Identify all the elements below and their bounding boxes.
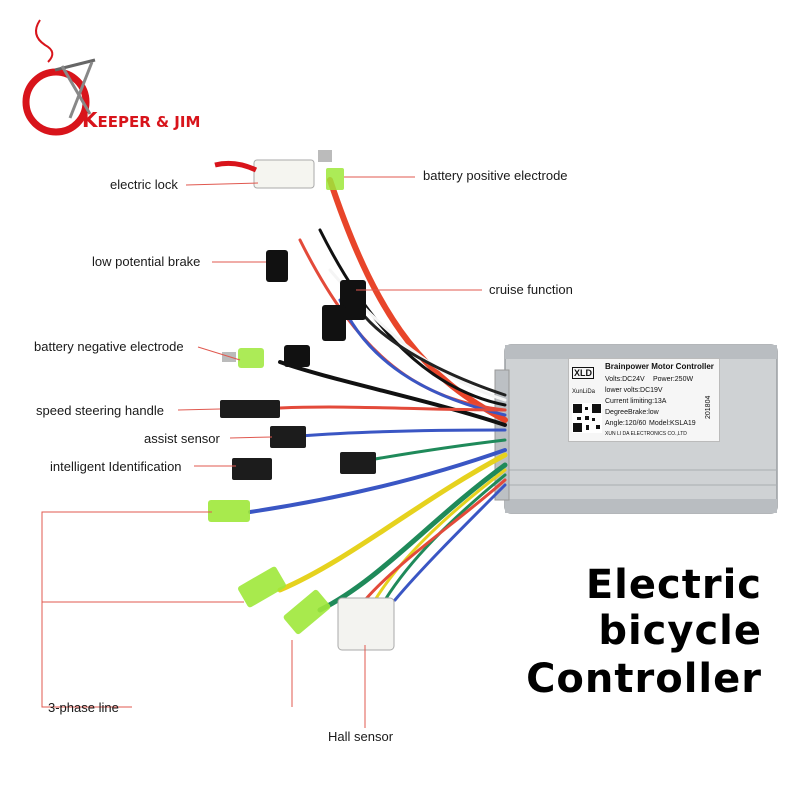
wire-bundle bbox=[248, 177, 508, 613]
brand-initial: K bbox=[82, 108, 98, 132]
brand-logo-icon bbox=[22, 19, 96, 136]
identification-connector bbox=[232, 458, 272, 480]
speed-handle-connector bbox=[220, 400, 280, 418]
nameplate-title: Brainpower Motor Controller bbox=[605, 362, 714, 371]
label-intelligent-identification: intelligent Identification bbox=[50, 459, 182, 474]
controller-nameplate: XLD XunLiDa Brainpower Motor Controller … bbox=[568, 358, 720, 442]
label-hall-sensor: Hall sensor bbox=[328, 729, 394, 744]
connectors bbox=[208, 150, 395, 651]
nameplate-model: Model:KSLA19 bbox=[649, 420, 696, 427]
brand-rest: EEPER & JIM bbox=[97, 113, 201, 131]
brand-logo-text: KEEPER & JIM bbox=[82, 108, 200, 132]
title-line-3: Controller bbox=[526, 656, 762, 702]
label-three-phase-line: 3-phase line bbox=[48, 700, 119, 715]
nameplate-angle: Angle:120/60 bbox=[605, 420, 647, 427]
nameplate-volts: Volts:DC24V bbox=[605, 376, 645, 383]
nameplate-date: 201804 bbox=[705, 395, 712, 419]
title-line-2: bicycle bbox=[598, 608, 762, 654]
label-low-potential-brake: low potential brake bbox=[92, 254, 201, 269]
label-speed-steering-handle: speed steering handle bbox=[36, 403, 164, 418]
brake-connector bbox=[266, 250, 288, 282]
battery-positive-terminal bbox=[318, 150, 332, 162]
qr-code-icon bbox=[572, 403, 602, 433]
label-battery-negative: battery negative electrode bbox=[34, 339, 184, 354]
nameplate-maker: XUN LI DA ELECTRONICS CO.,LTD bbox=[605, 431, 687, 437]
nameplate-brand: XLD bbox=[572, 367, 594, 379]
nameplate-current: Current limiting:13A bbox=[605, 398, 667, 405]
nameplate-lower-volts: lower volts:DC19V bbox=[605, 387, 663, 394]
title-line-1: Electric bbox=[585, 562, 762, 608]
hall-sensor-connector bbox=[337, 597, 395, 651]
assist-sensor-connector bbox=[270, 426, 306, 448]
phase-connector-1 bbox=[208, 500, 250, 522]
label-electric-lock: electric lock bbox=[110, 177, 178, 192]
nameplate-brand-sub: XunLiDa bbox=[572, 389, 596, 395]
phase-connector-2 bbox=[238, 566, 286, 608]
label-cruise-function: cruise function bbox=[489, 282, 573, 297]
nameplate-power: Power:250W bbox=[653, 376, 694, 383]
phase-connector-3 bbox=[283, 589, 331, 635]
nameplate-degree-brake: DegreeBrake:low bbox=[605, 409, 659, 416]
label-assist-sensor: assist sensor bbox=[144, 431, 220, 446]
label-battery-positive: battery positive electrode bbox=[423, 168, 568, 183]
electric-lock-connector bbox=[253, 159, 315, 189]
leader-lines bbox=[41, 176, 482, 728]
